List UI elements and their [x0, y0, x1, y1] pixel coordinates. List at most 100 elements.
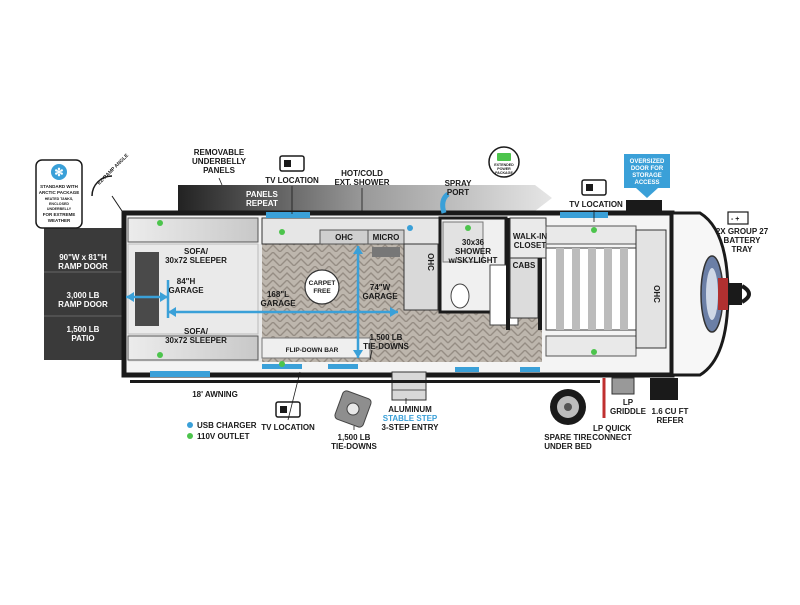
arctic-line-3: HEATED TANKS, [45, 197, 74, 201]
hot-cold-label-1: HOT/COLD [341, 169, 383, 178]
oversized-door-callout: OVERSIZED DOOR FOR STORAGE ACCESS [624, 154, 670, 198]
outlet-dots [157, 220, 597, 367]
sofa-bottom-label-2: 30x72 SLEEPER [165, 336, 227, 345]
panels-repeat-label-1: PANELS [246, 190, 279, 199]
flip-down-bar [261, 337, 371, 359]
battery-icon: - + [727, 211, 749, 225]
usb-charger-label: USB CHARGER [197, 421, 257, 430]
entry-steps [391, 371, 427, 401]
arctic-line-4: ENCLOSED [49, 202, 69, 206]
hot-cold-label-2: EXT. SHOWER [334, 178, 389, 187]
sofa-bottom [127, 335, 259, 361]
garage-width-label-2: GARAGE [362, 292, 398, 301]
spare-tire-label-2: UNDER BED [544, 442, 592, 451]
rear-ramp-door [44, 228, 122, 360]
arctic-line-1: STANDARD WITH [40, 184, 78, 189]
ohc-top-label: OHC [335, 233, 353, 242]
arctic-line-2: ARCTIC PACKAGE [39, 190, 79, 195]
spray-port-label-2: PORT [447, 188, 469, 197]
garage-width-label-1: 74"W [370, 283, 391, 292]
panels-repeat-label-2: REPEAT [246, 199, 278, 208]
step-label-1: ALUMINUM [388, 405, 432, 414]
oversized-line-1: OVERSIZED [630, 159, 665, 165]
outlet-110v-label: 110V OUTLET [197, 432, 250, 441]
leader-lines [218, 177, 595, 430]
closet-label-2: CLOSET [514, 241, 547, 250]
shower-label-2: SHOWER [455, 247, 491, 256]
ez-ramp-label: EZ-RAMP ANGLE [96, 152, 130, 186]
tie-downs-bottom-label-2: TIE-DOWNS [331, 442, 377, 451]
shower-label-3: w/SKYLIGHT [448, 256, 498, 265]
front-components [602, 377, 678, 418]
ez-ramp-angle-badge: EZ-RAMP ANGLE [91, 152, 130, 215]
carpet-free-label-2: FREE [313, 288, 331, 295]
svg-text:✻: ✻ [54, 167, 63, 179]
spray-port-label-1: SPRAY [445, 179, 472, 188]
carpet-free-label-1: CARPET [309, 280, 336, 287]
tie-downs-bottom-label-1: 1,500 LB [338, 433, 371, 442]
svg-text:- +: - + [731, 216, 739, 223]
tv-location-top-label: TV LOCATION [265, 176, 319, 185]
tv-icon [279, 155, 305, 172]
shower-label-1: 30x36 [462, 238, 485, 247]
lp-griddle-label-1: LP [623, 398, 634, 407]
tv-location-bedroom-label: TV LOCATION [569, 200, 623, 209]
front-ohc [635, 229, 667, 349]
ramp-weight-label-1: 3,000 LB [67, 291, 100, 300]
refer-box [650, 378, 678, 400]
tongue-jack [728, 283, 742, 305]
sofa-top-label-1: SOFA/ [184, 247, 209, 256]
oversized-line-3: STORAGE [632, 173, 662, 179]
flip-down-bar-label: FLIP-DOWN BAR [286, 347, 339, 354]
sink [372, 247, 400, 257]
garage-length-label-1: 168"L [267, 290, 289, 299]
garage-height-label-1: 84"H [177, 277, 196, 286]
step-label-3: 3-STEP ENTRY [382, 423, 440, 432]
battery-label-3: TRAY [731, 245, 753, 254]
underbelly-label-2: UNDERBELLY [192, 157, 247, 166]
snowflake-icon [51, 164, 67, 180]
refer-label-2: REFER [656, 416, 683, 425]
sofa-top-label-2: 30x72 SLEEPER [165, 256, 227, 265]
awning-rail [130, 380, 600, 383]
battery-label-1: 2X GROUP 27 [716, 227, 769, 236]
refer-label-1: 1.6 CU FT [652, 407, 689, 416]
underbelly-label-1: REMOVABLE [194, 148, 245, 157]
arctic-line-7: WEATHER [48, 218, 71, 223]
arctic-line-5: UNDERBELLY [47, 207, 72, 211]
power-icon: EXTENDED POWER PACKAGE [488, 146, 520, 178]
usb-legend-dot [187, 422, 193, 428]
sofa-bottom-label-1: SOFA/ [184, 327, 209, 336]
tie-down-icon [334, 390, 372, 428]
battery-label-2: BATTERY [724, 236, 762, 245]
walk-in-closet [509, 217, 547, 259]
ohc-front-label: OHC [652, 285, 661, 303]
trailer-body: CARPET FREE [44, 192, 751, 401]
cabs-label: CABS [513, 261, 536, 270]
labels: REMOVABLE UNDERBELLY PANELS TV LOCATION … [58, 148, 769, 451]
arctic-package-badge: ✻ STANDARD WITH ARCTIC PACKAGE HEATED TA… [35, 159, 83, 229]
awning-label: 18' AWNING [192, 390, 238, 399]
arctic-line-6: FOR EXTREME [43, 212, 76, 217]
toilet [450, 283, 470, 309]
ohc-side-label: OHC [426, 253, 435, 271]
outlet-legend-dot [187, 433, 193, 439]
spare-tire-icon [550, 389, 586, 425]
oversized-line-2: DOOR FOR [631, 166, 664, 172]
ramp-size-label-1: 90"W x 81"H [59, 253, 107, 262]
lp-quick-label-1: LP QUICK [593, 424, 631, 433]
storage-door [626, 200, 662, 214]
tv-icon [275, 401, 301, 418]
power-line-2: POWER [497, 167, 511, 171]
bed-stripes [556, 248, 628, 330]
garage-length-label-2: GARAGE [260, 299, 296, 308]
oversized-line-4: ACCESS [634, 180, 659, 186]
spray-port-hose [440, 192, 450, 214]
power-line-1: EXTENDED [494, 163, 514, 167]
spare-tire-label-1: SPARE TIRE [544, 433, 592, 442]
dimension-lines [126, 246, 398, 358]
sofa-top [127, 217, 259, 243]
underbelly-arrow: PANELS REPEAT [178, 185, 552, 211]
closet-label-1: WALK-IN [513, 232, 547, 241]
